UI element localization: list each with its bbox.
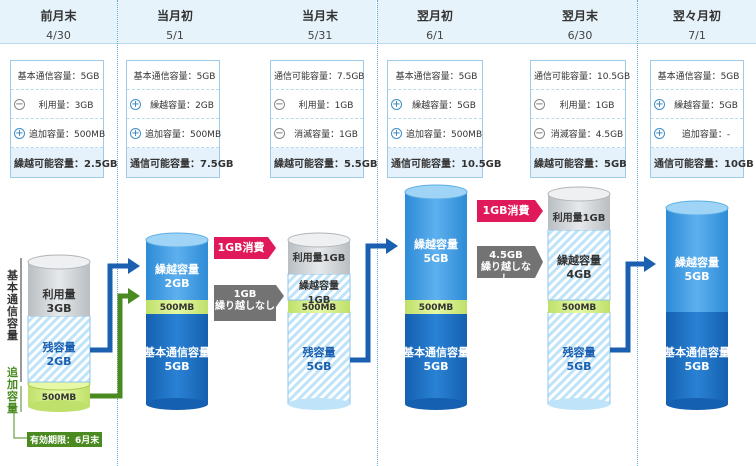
- base-name: 基本通信容量: [399, 346, 473, 360]
- expiry-label: 有効期限：6月末: [27, 432, 102, 447]
- additional-capacity-label: 追加容量: [7, 367, 19, 415]
- remaining-name: 残容量: [28, 341, 90, 355]
- remaining-name: 残容量: [548, 346, 610, 360]
- base-value: 5GB: [140, 360, 214, 374]
- used-name: 利用量: [28, 288, 90, 302]
- additional-label: 500MB: [405, 301, 467, 315]
- carryover-value: 2GB: [146, 277, 208, 291]
- flow-arrow-remaining: [90, 258, 140, 350]
- consume-arrow-tip: [535, 200, 543, 222]
- carryover-value: 5GB: [666, 270, 728, 284]
- remaining-value: 5GB: [288, 360, 350, 374]
- carryover-name: 繰越容量: [666, 256, 728, 270]
- additional-label: 500MB: [548, 301, 610, 315]
- base-label: 基本通信容量5GB: [399, 346, 473, 374]
- flow-arrow-additional: [90, 288, 140, 396]
- discard-arrow-tip: [535, 246, 543, 278]
- used-label: 利用量1GB: [548, 212, 610, 226]
- no-carry-tag: 4.5GB 繰り越しなし: [477, 246, 535, 278]
- flow-arrow-carryover-1: [350, 238, 398, 360]
- expiry-connector: [14, 412, 27, 438]
- consume-tag: 1GB消費: [477, 200, 535, 222]
- remaining-label: 残容量5GB: [548, 346, 610, 374]
- base-name: 基本通信容量: [140, 346, 214, 360]
- no-carry-tag: 1GB 繰り越しなし: [214, 285, 276, 321]
- consume-tag: 1GB消費: [214, 237, 268, 259]
- additional-label: 500MB: [28, 391, 90, 405]
- base-name: 基本通信容量: [660, 346, 734, 360]
- remaining-value: 5GB: [548, 360, 610, 374]
- remaining-name: 残容量: [288, 346, 350, 360]
- carryover-value: 5GB: [405, 252, 467, 266]
- carryover-name: 繰越容量: [405, 238, 467, 252]
- consume-arrow-tip: [268, 237, 276, 259]
- base-value: 5GB: [399, 360, 473, 374]
- base-label: 基本通信容量5GB: [140, 346, 214, 374]
- additional-label: 500MB: [146, 301, 208, 315]
- used-value: 3GB: [28, 302, 90, 316]
- carryover-name: 繰越容量: [146, 263, 208, 277]
- carryover-value: 4GB: [548, 268, 610, 282]
- flow-arrow-carryover-2: [610, 256, 656, 350]
- cylinder-prev-end: [28, 255, 90, 412]
- cylinder-next-start: [405, 185, 467, 410]
- base-capacity-label: 基本通信容量: [7, 270, 19, 342]
- carryover-label: 繰越容量5GB: [405, 238, 467, 266]
- remaining-value: 2GB: [28, 355, 90, 369]
- additional-label: 500MB: [288, 301, 350, 315]
- cylinder-month-after: [666, 201, 728, 410]
- cylinder-current-start: [146, 233, 208, 410]
- discard-arrow-tip: [276, 285, 284, 307]
- base-value: 5GB: [660, 360, 734, 374]
- used-label: 利用量1GB: [288, 252, 350, 266]
- base-label: 基本通信容量5GB: [660, 346, 734, 374]
- carryover-name: 繰越容量: [548, 254, 610, 268]
